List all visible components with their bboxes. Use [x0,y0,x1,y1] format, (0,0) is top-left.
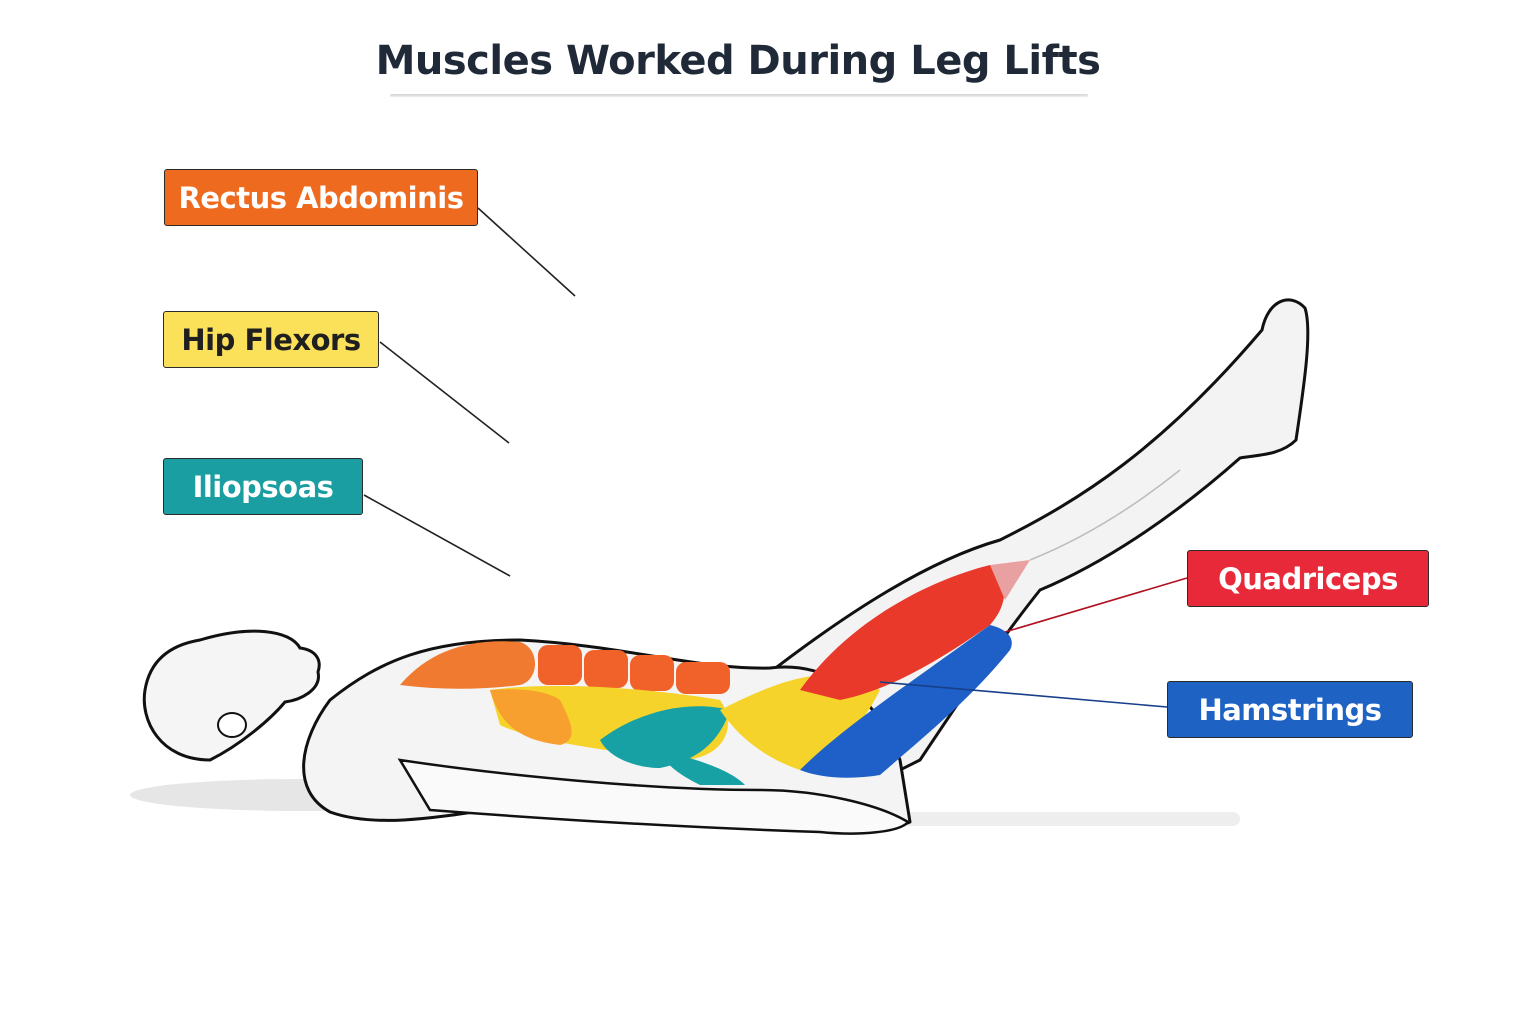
label-quadriceps: Quadriceps [1187,550,1429,607]
label-hip-flexors: Hip Flexors [163,311,379,368]
title-underline [390,94,1088,97]
label-hamstrings: Hamstrings [1167,681,1413,738]
label-iliopsoas: Iliopsoas [163,458,363,515]
page-title: Muscles Worked During Leg Lifts [375,38,1101,84]
label-rectus-abdominis: Rectus Abdominis [164,169,478,226]
